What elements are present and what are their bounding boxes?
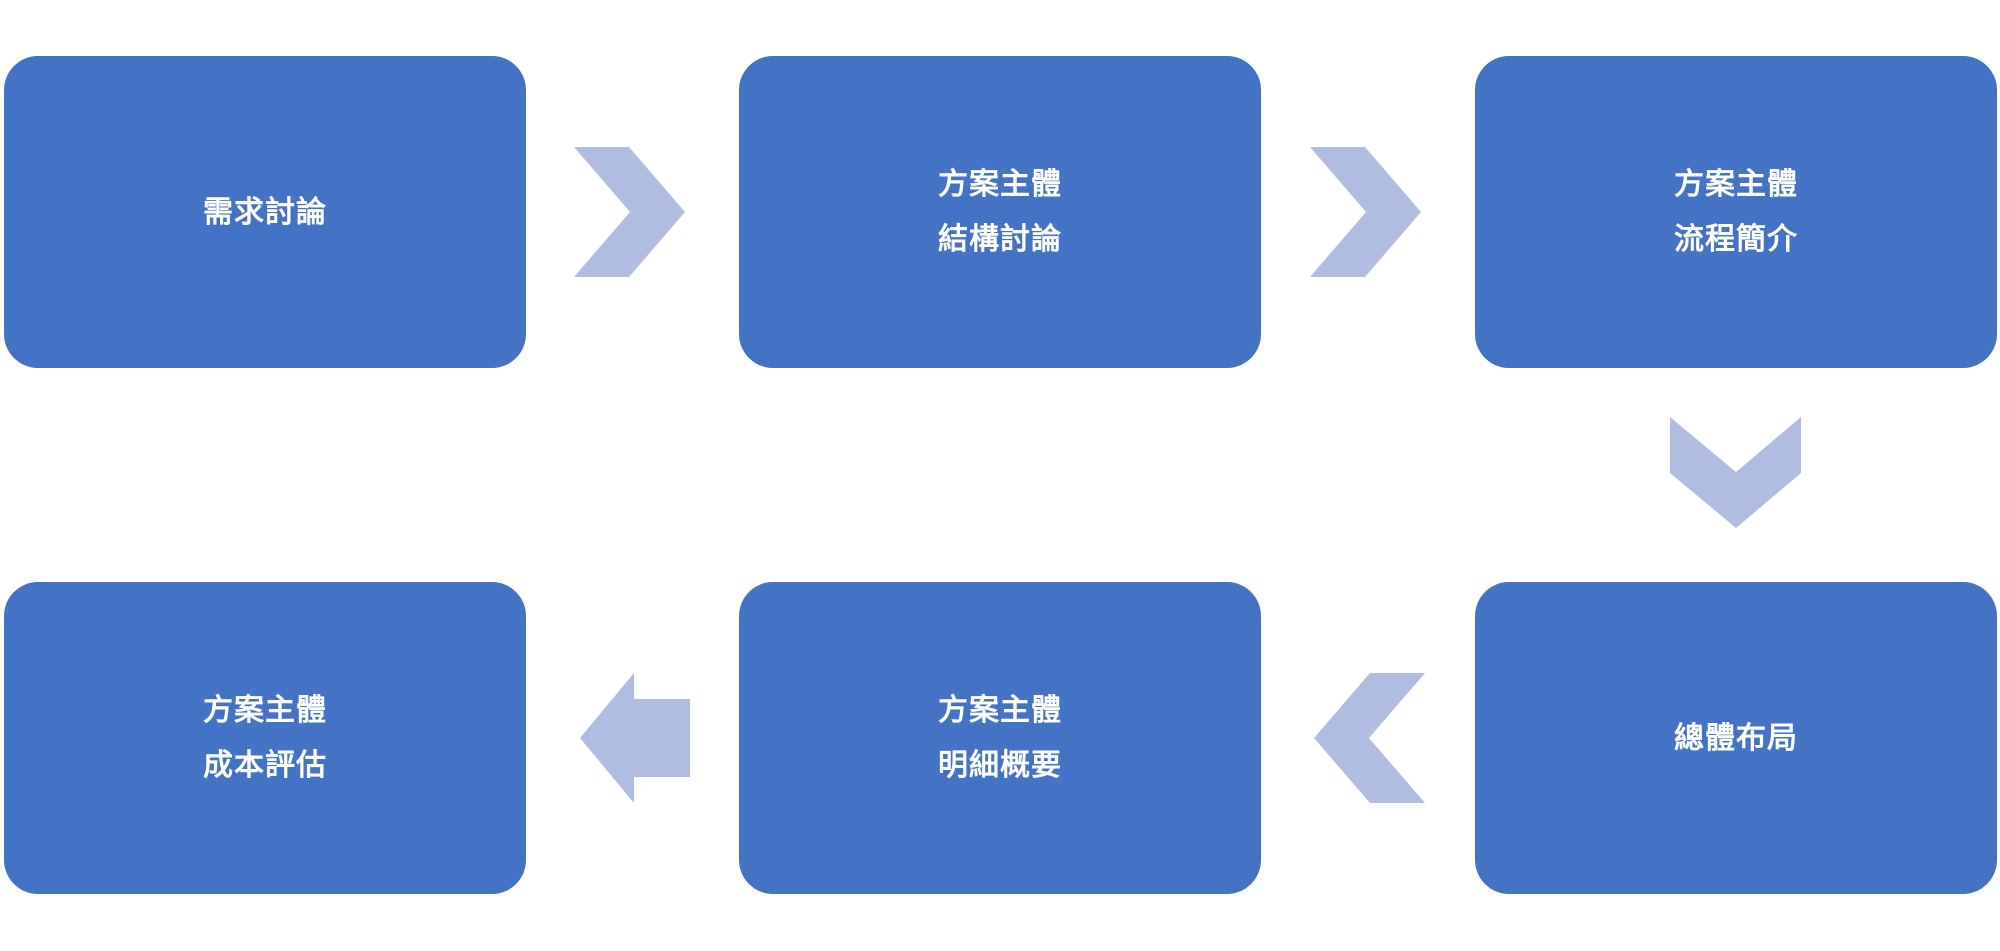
step-box-4: 總體布局 <box>1475 582 1997 894</box>
arrow-left-icon <box>580 673 690 803</box>
step-1-line-1: 需求討論 <box>203 194 327 230</box>
chevron-right-icon <box>1310 147 1421 277</box>
step-5-line-2: 明細概要 <box>938 748 1062 783</box>
chevron-down-icon <box>1670 417 1801 528</box>
step-2-line-2: 結構討論 <box>938 222 1062 257</box>
step-box-6: 方案主體 成本評估 <box>4 582 526 894</box>
chevron-left-icon <box>1314 673 1425 803</box>
step-4-line-1: 總體布局 <box>1674 720 1798 756</box>
step-2-line-1: 方案主體 <box>938 167 1062 202</box>
chevron-right-icon <box>574 147 685 277</box>
step-5-line-1: 方案主體 <box>938 693 1062 728</box>
step-6-line-2: 成本評估 <box>203 748 327 783</box>
step-box-1: 需求討論 <box>4 56 526 368</box>
step-6-line-1: 方案主體 <box>203 693 327 728</box>
step-3-line-1: 方案主體 <box>1674 167 1798 202</box>
step-box-5: 方案主體 明細概要 <box>739 582 1261 894</box>
step-box-3: 方案主體 流程簡介 <box>1475 56 1997 368</box>
step-3-line-2: 流程簡介 <box>1674 222 1798 257</box>
step-box-2: 方案主體 結構討論 <box>739 56 1261 368</box>
